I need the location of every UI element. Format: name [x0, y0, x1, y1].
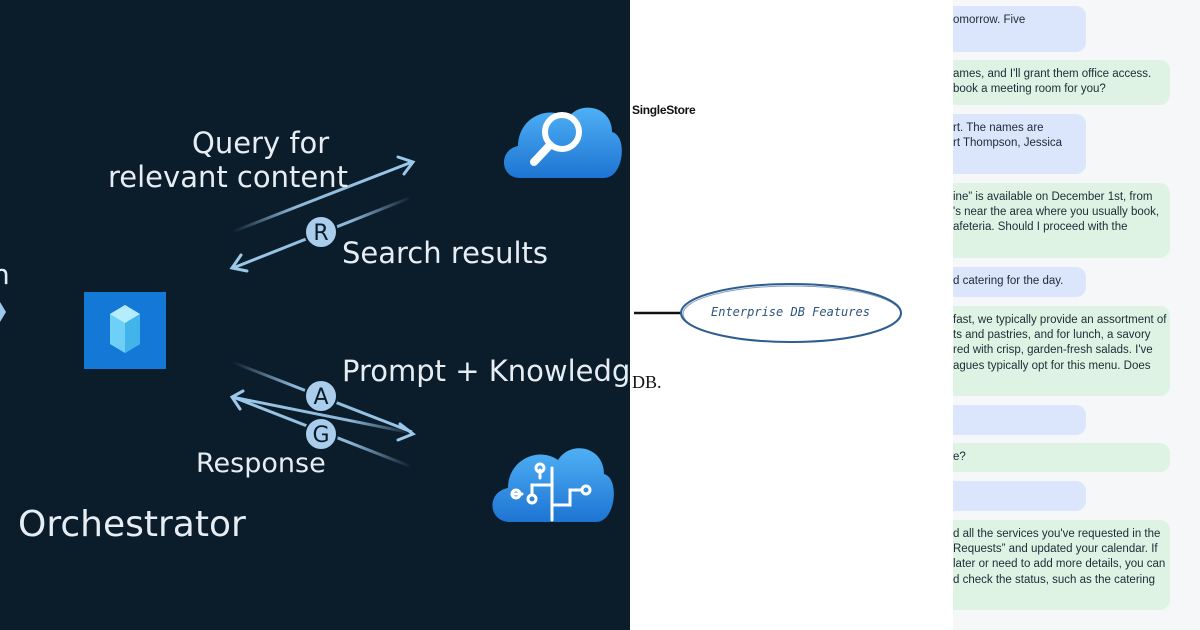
chat-message-assistant: ames, and I'll grant them office access.… — [953, 60, 1170, 105]
left-edge-text-fragment: n — [0, 258, 10, 291]
prompt-knowledge-label: Prompt + Knowledge — [342, 354, 630, 388]
orchestrator-cube-icon — [84, 292, 166, 369]
chat-message-line: book a meeting room for you? — [953, 83, 1106, 96]
lower-arrow-lines — [231, 395, 413, 435]
chat-message-line: 's near the area where you usually book, — [953, 206, 1160, 219]
chat-message-line: fast, we typically provide an assortment… — [953, 314, 1167, 326]
query-label-line2: relevant content — [108, 160, 348, 194]
rag-diagram-panel: R A G — [0, 0, 630, 630]
chat-message-user-empty — [953, 481, 1086, 511]
left-edge-arrow-fragment — [0, 302, 6, 322]
chat-message-assistant: fast, we typically provide an assortment… — [953, 306, 1170, 396]
badge-a-letter: A — [313, 385, 328, 410]
response-label: Response — [196, 448, 326, 479]
search-results-label: Search results — [342, 236, 549, 270]
chat-message-line: ames, and I'll grant them office access. — [953, 68, 1152, 80]
db-text-fragment: DB. — [632, 372, 662, 392]
chat-message-line: d catering for the day. — [953, 275, 1064, 287]
chat-message-line: rt Thompson, Jessica — [953, 137, 1063, 150]
badge-a: A — [304, 379, 338, 413]
badge-r-letter: R — [313, 221, 328, 246]
chat-message-user: omorrow. Five — [953, 6, 1086, 52]
query-label-line1: Query for — [192, 126, 330, 160]
chat-message-user-empty — [953, 405, 1086, 435]
chat-message-line: ts and pastries, and for lunch, a savory — [953, 329, 1151, 342]
chat-message-user: d catering for the day. — [953, 267, 1086, 297]
chat-message-line: later or need to add more details, you c… — [953, 558, 1166, 571]
search-cloud-icon — [503, 107, 622, 178]
chat-message-line: d check the status, such as the catering — [953, 573, 1156, 586]
chat-message-line: omorrow. Five — [953, 14, 1026, 26]
orchestrator-label: Orchestrator — [18, 504, 246, 545]
chat-message-assistant: e? — [953, 443, 1170, 472]
chat-message-line: Requests” and updated your calendar. If — [953, 543, 1158, 556]
chat-message-assistant: ine” is available on December 1st, from … — [953, 183, 1170, 258]
chat-message-line: agues typically opt for this menu. Does — [953, 359, 1151, 372]
chat-message-line: e? — [953, 451, 966, 463]
enterprise-db-node-label[interactable]: Enterprise DB Features — [711, 305, 870, 319]
badge-g: G — [304, 417, 338, 451]
chat-message-line: ine” is available on December 1st, from — [953, 191, 1153, 203]
ai-circuit-cloud-icon — [492, 448, 614, 522]
chat-message-assistant: d all the services you've requested in t… — [953, 520, 1170, 610]
badge-r: R — [304, 215, 338, 249]
singlestore-logo-text: SingleStore — [632, 103, 696, 117]
mindmap-panel: SingleStore Enterprise DB Features DB. — [630, 0, 953, 630]
chat-message-line: d all the services you've requested in t… — [953, 528, 1161, 540]
rag-diagram-canvas: R A G — [0, 107, 622, 522]
chat-message-line: red with crisp, garden-fresh salads. I'v… — [953, 344, 1153, 357]
chat-message-user: rt. The names are rt Thompson, Jessica — [953, 114, 1086, 174]
chat-panel: omorrow. Five ames, and I'll grant them … — [953, 0, 1200, 630]
mindmap-canvas — [634, 283, 902, 343]
badge-g-letter: G — [312, 423, 329, 448]
query-arrow — [231, 155, 416, 234]
chat-message-line: afeteria. Should I proceed with the — [953, 221, 1128, 234]
chat-message-line: rt. The names are — [953, 122, 1044, 134]
